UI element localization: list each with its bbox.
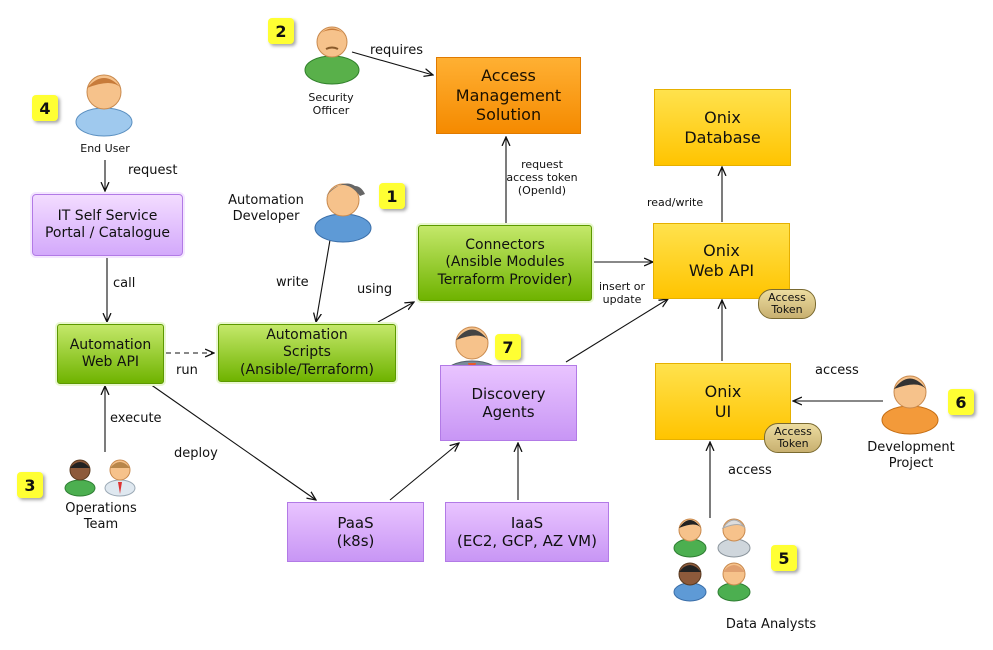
operations-team-label: Operations Team — [65, 501, 137, 532]
edge-agents-api — [565, 299, 668, 363]
automation-web-api-box: Automation Web API — [57, 324, 164, 384]
edge-scripts-using — [377, 302, 414, 323]
edge-automation-deploy — [149, 383, 316, 500]
automation-scripts-box: Automation Scripts (Ansible/Terraform) — [218, 324, 396, 382]
security-officer-label: Security Officer — [308, 91, 354, 118]
label-insert-update: insert or update — [598, 280, 646, 307]
label-request-access-token: request access token (OpenId) — [506, 158, 578, 198]
step-badge-6: 6 — [948, 389, 974, 415]
label-using: using — [357, 282, 393, 297]
automation-developer-icon — [314, 183, 372, 243]
onix-web-api-box: Onix Web API — [653, 223, 790, 299]
label-write: write — [276, 275, 309, 290]
end-user-label: End User — [80, 142, 130, 155]
step-badge-5: 5 — [771, 545, 797, 571]
label-access-analysts: access — [728, 463, 772, 478]
onix-database-box: Onix Database — [654, 89, 791, 166]
label-requires: requires — [370, 43, 423, 58]
it-portal-box: IT Self Service Portal / Catalogue — [32, 194, 183, 256]
access-management-box: Access Management Solution — [436, 57, 581, 134]
edge-security-requires — [351, 51, 433, 75]
step-badge-4: 4 — [32, 95, 58, 121]
label-call: call — [113, 276, 136, 291]
development-project-label: Development Project — [867, 440, 955, 471]
label-execute: execute — [110, 411, 162, 426]
data-analysts-label: Data Analysts — [725, 617, 817, 632]
iaas-box: IaaS (EC2, GCP, AZ VM) — [445, 502, 609, 562]
access-token-ui-badge: Access Token — [764, 423, 822, 453]
operations-team-icon — [64, 459, 136, 497]
discovery-agents-box: Discovery Agents — [440, 365, 577, 441]
step-badge-7: 7 — [495, 334, 521, 360]
connectors-box: Connectors (Ansible Modules Terraform Pr… — [418, 225, 592, 301]
data-analysts-icon — [673, 518, 751, 602]
automation-developer-label: Automation Developer — [228, 193, 304, 224]
step-badge-1: 1 — [379, 183, 405, 209]
end-user-icon — [75, 74, 133, 137]
edge-developer-write — [316, 239, 331, 322]
label-access-development: access — [815, 363, 859, 378]
label-request: request — [128, 163, 178, 178]
paas-box: PaaS (k8s) — [287, 502, 424, 562]
label-read-write: read/write — [647, 196, 704, 209]
development-project-icon — [881, 375, 939, 435]
security-officer-icon — [304, 26, 360, 85]
step-badge-2: 2 — [268, 18, 294, 44]
label-run: run — [176, 363, 198, 378]
edge-paas-agents — [389, 443, 459, 501]
access-token-api-badge: Access Token — [758, 289, 816, 319]
step-badge-3: 3 — [17, 472, 43, 498]
label-deploy: deploy — [174, 446, 218, 461]
